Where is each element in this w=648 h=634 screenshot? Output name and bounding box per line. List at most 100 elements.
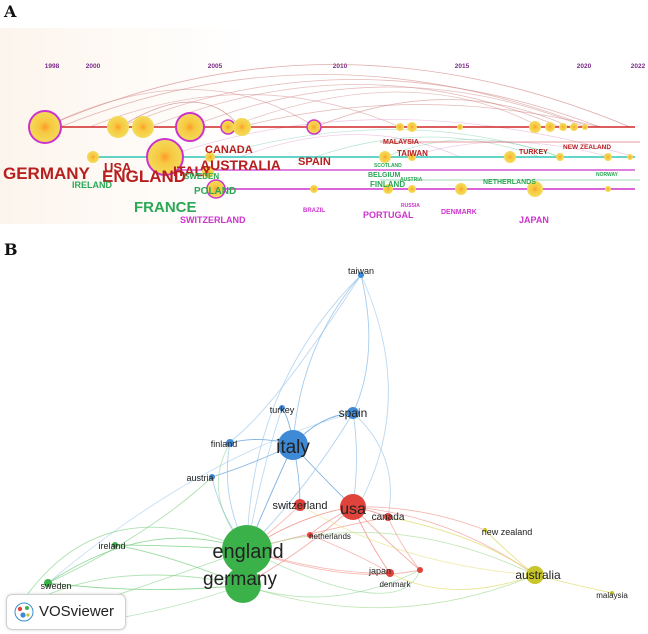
label-england: england: [212, 541, 283, 563]
node-small: [627, 154, 633, 160]
node-ireland: [112, 542, 118, 548]
label-scotland: SCOTLAND: [374, 163, 402, 169]
node-small: [604, 153, 612, 161]
label-finland: FINLAND: [370, 180, 405, 189]
vosviewer-badge-text: VOSviewer: [39, 603, 115, 620]
label-australia: australia: [515, 568, 561, 582]
panel-a-label: A: [4, 2, 17, 21]
node-denmark: [455, 183, 467, 195]
node-germany: [225, 567, 261, 603]
label-spain: SPAIN: [298, 156, 331, 168]
label-austria: austria: [186, 473, 213, 483]
node-small: [408, 153, 416, 161]
network-nodes: [44, 272, 614, 603]
label-austria: AUSTRIA: [400, 177, 423, 183]
label-italy: italy: [276, 437, 310, 458]
label-new-zealand: new zealand: [482, 527, 533, 537]
label-turkey: turkey: [270, 405, 295, 415]
year-label: 2020: [577, 63, 592, 70]
year-axis: 1998 2000 2005 2010 2015 2020 2022: [45, 63, 646, 70]
label-russia: RUSSIA: [401, 203, 420, 209]
node-small: [570, 123, 578, 131]
node-small: [205, 152, 215, 162]
label-taiwan: taiwan: [348, 266, 374, 276]
label-switzerland: switzerland: [272, 500, 327, 512]
node-italy: [278, 430, 308, 460]
node-japan: [386, 569, 394, 577]
node-england: [132, 116, 154, 138]
node-small: [545, 122, 555, 132]
label-italy: ITALY: [173, 163, 212, 179]
label-germany: GERMANY: [3, 164, 91, 183]
label-norway: NORWAY: [596, 172, 619, 178]
label-new-zealand: NEW ZEALAND: [563, 144, 611, 151]
node-scotland: [379, 151, 391, 163]
year-label: 2015: [455, 63, 470, 70]
label-poland: POLAND: [194, 186, 236, 197]
year-label: 1998: [45, 63, 60, 70]
vosviewer-logo-icon: [14, 602, 34, 622]
node-small: [556, 153, 564, 161]
node-spain: [306, 119, 322, 135]
label-japan: JAPAN: [519, 215, 549, 225]
node-switzerland: [294, 499, 306, 511]
node-australia: [233, 118, 251, 136]
node-finland: [226, 439, 234, 447]
label-portugal: PORTUGAL: [363, 210, 414, 220]
label-canada: canada: [372, 512, 405, 523]
label-sweden: sweden: [40, 581, 71, 591]
node-poland: [206, 179, 226, 199]
node-small: [582, 124, 588, 130]
year-label: 2010: [333, 63, 348, 70]
country-timeline-diagram: 1998 2000 2005 2010 2015 2020 2022: [0, 28, 646, 225]
vosviewer-badge: VOSviewer: [6, 594, 126, 630]
country-labels: GERMANY USA ENGLAND ITALY CANADA AUSTRAL…: [3, 139, 619, 225]
node-canada: [220, 119, 236, 135]
timeline-nodes: [28, 110, 633, 199]
node-turkey: [279, 405, 285, 411]
label-denmark: DENMARK: [441, 209, 477, 216]
label-spain: spain: [339, 406, 368, 420]
label-sweden: SWEDEN: [184, 172, 219, 181]
node-small: [457, 124, 463, 130]
node-small: [407, 122, 417, 132]
label-usa: USA: [104, 160, 132, 175]
node-italy: [175, 112, 205, 142]
node-australia: [526, 566, 544, 584]
label-usa: usa: [340, 501, 366, 518]
label-ireland: ireland: [98, 541, 125, 551]
year-label: 2000: [86, 63, 101, 70]
node-sweden: [44, 579, 52, 587]
network-labels: taiwan turkey spain finland italy austri…: [40, 266, 628, 600]
year-label: 2005: [208, 63, 223, 70]
node-small: [559, 123, 567, 131]
label-france: FRANCE: [134, 199, 197, 216]
label-germany: germany: [203, 569, 277, 590]
node-usa: [340, 494, 366, 520]
label-netherlands: netherlands: [309, 532, 351, 541]
year-label: 2022: [631, 63, 646, 70]
label-japan: japan: [368, 566, 391, 576]
node-new-zealand: [483, 528, 487, 532]
label-switzerland: SWITZERLAND: [180, 215, 246, 225]
label-netherlands: NETHERLANDS: [483, 179, 536, 186]
label-england: ENGLAND: [102, 167, 186, 186]
node-ireland: [87, 151, 99, 163]
node-small: [605, 186, 611, 192]
label-belgium: BELGIUM: [368, 172, 400, 179]
node-malaysia: [610, 591, 614, 595]
node-small: [396, 123, 404, 131]
label-taiwan: TAIWAN: [397, 149, 428, 158]
node-england: [222, 525, 272, 575]
node-germany: [28, 110, 62, 144]
node-sweden: [202, 166, 214, 178]
node-usa: [107, 116, 129, 138]
node-small: [529, 121, 541, 133]
node-brazil: [310, 185, 318, 193]
label-australia: AUSTRALIA: [200, 157, 281, 173]
label-turkey: TURKEY: [519, 149, 548, 156]
node-austria: [209, 474, 215, 480]
node-canada: [384, 513, 392, 521]
node-small: [504, 151, 516, 163]
node-spain: [347, 407, 359, 419]
